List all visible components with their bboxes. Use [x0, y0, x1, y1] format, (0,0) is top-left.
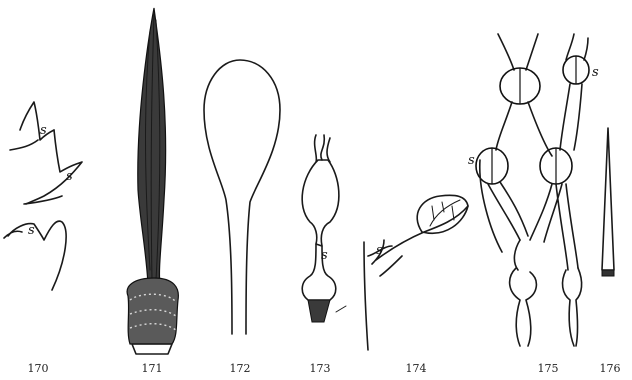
figure-172-drawing	[204, 60, 280, 334]
s-label: s	[66, 169, 73, 184]
s-label: s	[592, 65, 599, 80]
figure-number-175: 175	[528, 362, 568, 375]
s-label: s	[376, 243, 383, 258]
s-label: s	[321, 248, 328, 263]
figure-number-170: 170	[18, 362, 58, 375]
figure-176-drawing	[602, 128, 614, 276]
figure-number-174: 174	[396, 362, 436, 375]
figure-number-171: 171	[132, 362, 172, 375]
s-label: s	[468, 153, 475, 168]
figure-number-176: 176	[590, 362, 630, 375]
figure-number-172: 172	[220, 362, 260, 375]
s-label: s	[28, 223, 35, 238]
figure-175-drawing: s s	[468, 34, 599, 346]
figure-170-drawing: s s s	[4, 102, 82, 290]
figure-171-drawing	[127, 8, 178, 354]
figure-174-drawing: s	[364, 195, 468, 350]
figure-number-173: 173	[300, 362, 340, 375]
figure-173-drawing: s	[302, 135, 346, 322]
s-label: s	[40, 123, 47, 138]
